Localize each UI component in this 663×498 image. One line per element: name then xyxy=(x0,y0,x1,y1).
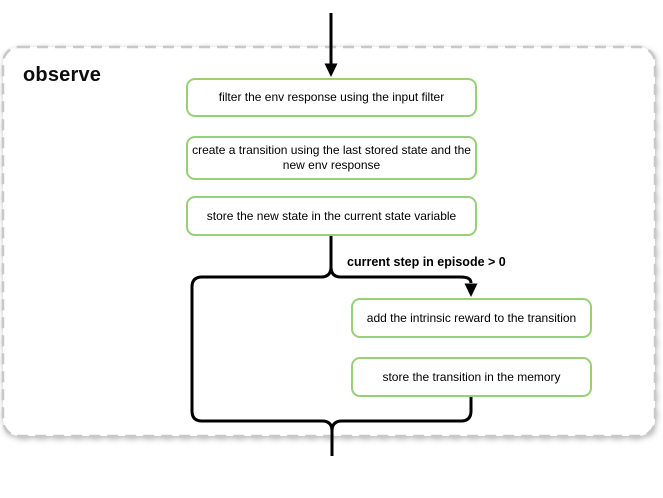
flow-node-label-line2: new env response xyxy=(282,158,381,172)
flow-node-create-transition: create a transition using the last store… xyxy=(186,136,477,180)
diagram-title: observe xyxy=(23,64,102,86)
flow-node-filter-env-response: filter the env response using the input … xyxy=(186,78,477,117)
condition-label: current step in episode > 0 xyxy=(347,255,506,269)
bypass-false-path xyxy=(190,236,334,456)
merge-exit-path xyxy=(330,397,473,456)
flow-node-label: store the transition in the memory xyxy=(382,369,561,384)
entry-arrowhead-icon xyxy=(324,63,338,77)
flow-node-add-intrinsic-reward: add the intrinsic reward to the transiti… xyxy=(351,298,592,338)
branch-true-path xyxy=(329,236,473,284)
branch-arrowhead-icon xyxy=(464,283,478,297)
flow-node-label: filter the env response using the input … xyxy=(218,90,445,104)
container-dashed-border xyxy=(1,45,657,438)
flow-node-label: add the intrinsic reward to the transiti… xyxy=(366,310,577,325)
flow-node-store-transition: store the transition in the memory xyxy=(351,357,592,397)
flow-node-label: store the new state in the current state… xyxy=(206,208,457,223)
flow-node-label-line1: create a transition using the last store… xyxy=(192,143,471,157)
flow-node-store-new-state: store the new state in the current state… xyxy=(186,196,477,236)
